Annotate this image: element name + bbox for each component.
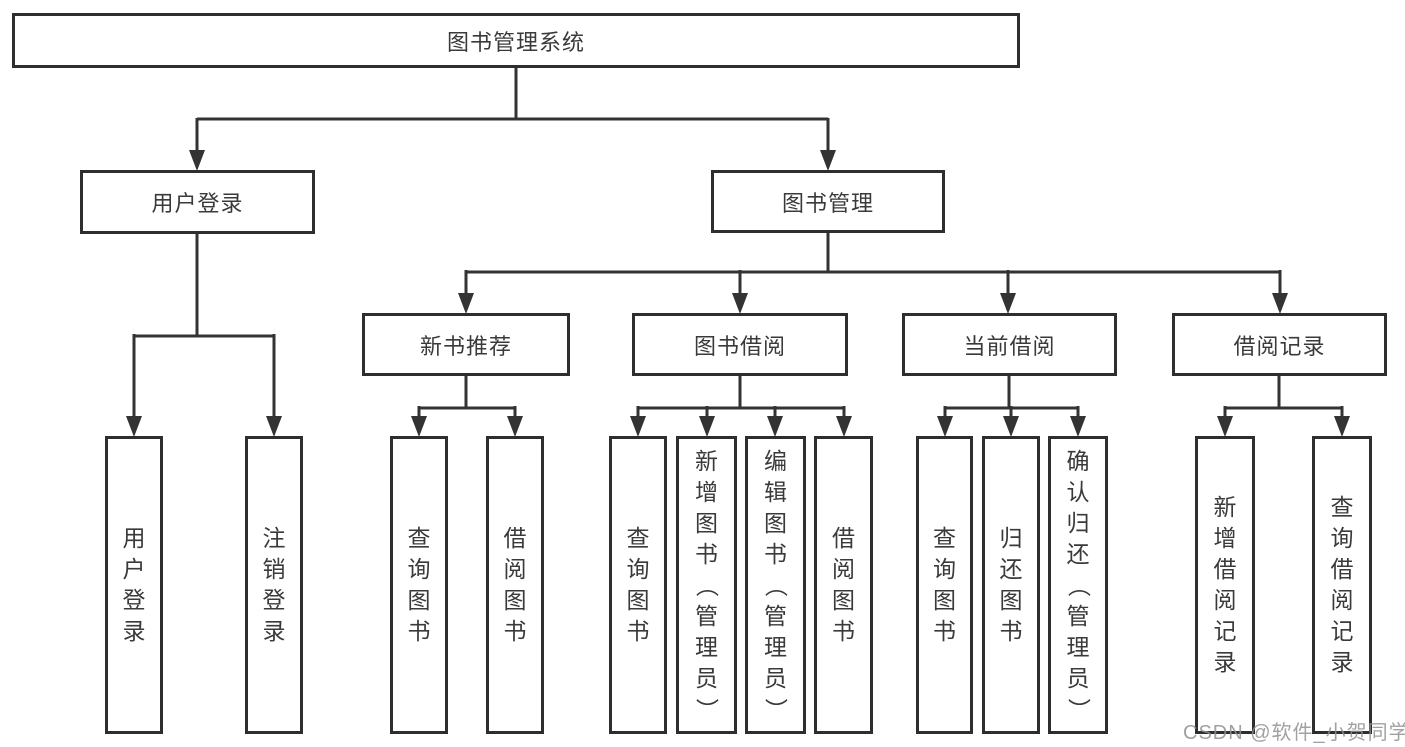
leaf-label: 借阅图书 [503,525,527,644]
node-book-borrowing: 图书借阅 [632,313,848,376]
leaf-query-books-current: 查询图书 [916,436,973,734]
node-user-login: 用户登录 [80,170,315,234]
leaf-label: 确认归还（管理员） [1065,447,1092,721]
node-new-book-recommend: 新书推荐 [362,313,570,376]
leaf-user-login: 用户登录 [105,436,163,734]
leaf-label: 查询图书 [407,525,431,644]
leaf-add-borrow-record: 新增借阅记录 [1195,436,1255,734]
leaf-label: 编辑图书（管理员） [763,447,789,721]
leaf-borrow-books-recommend: 借阅图书 [486,436,544,734]
node-current-borrowing: 当前借阅 [902,313,1117,376]
leaf-edit-books-admin: 编辑图书（管理员） [745,436,806,734]
leaf-label: 用户登录 [122,525,146,644]
leaf-label: 查询借阅记录 [1330,494,1354,675]
leaf-label: 查询图书 [626,525,650,644]
leaf-label: 借阅图书 [832,525,855,644]
node-book-management: 图书管理 [711,170,945,233]
leaf-confirm-return-admin: 确认归还（管理员） [1048,436,1108,734]
leaf-add-books-admin: 新增图书（管理员） [676,436,737,734]
node-library-system: 图书管理系统 [12,13,1020,68]
leaf-label: 查询图书 [933,525,956,644]
leaf-label: 新增借阅记录 [1213,494,1237,675]
leaf-query-borrow-record: 查询借阅记录 [1312,436,1372,734]
arrowheads [126,150,1350,437]
leaf-query-books-recommend: 查询图书 [390,436,448,734]
leaf-label: 注销登录 [262,525,286,644]
leaf-return-books: 归还图书 [982,436,1040,734]
csdn-watermark: CSDN @软件_小贺同学 [1183,722,1405,744]
node-borrow-records: 借阅记录 [1172,313,1387,376]
leaf-borrow-books: 借阅图书 [814,436,873,734]
leaf-query-books-borrowing: 查询图书 [609,436,667,734]
leaf-label: 归还图书 [999,525,1023,644]
leaf-logout: 注销登录 [245,436,303,734]
leaf-label: 新增图书（管理员） [694,447,720,721]
